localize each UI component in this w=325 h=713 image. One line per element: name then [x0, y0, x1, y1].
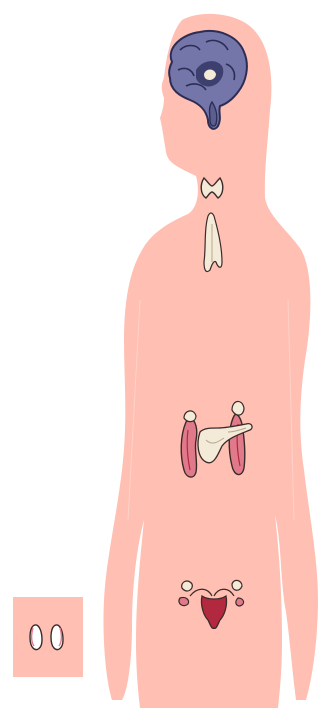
- testes-inset: [13, 597, 83, 677]
